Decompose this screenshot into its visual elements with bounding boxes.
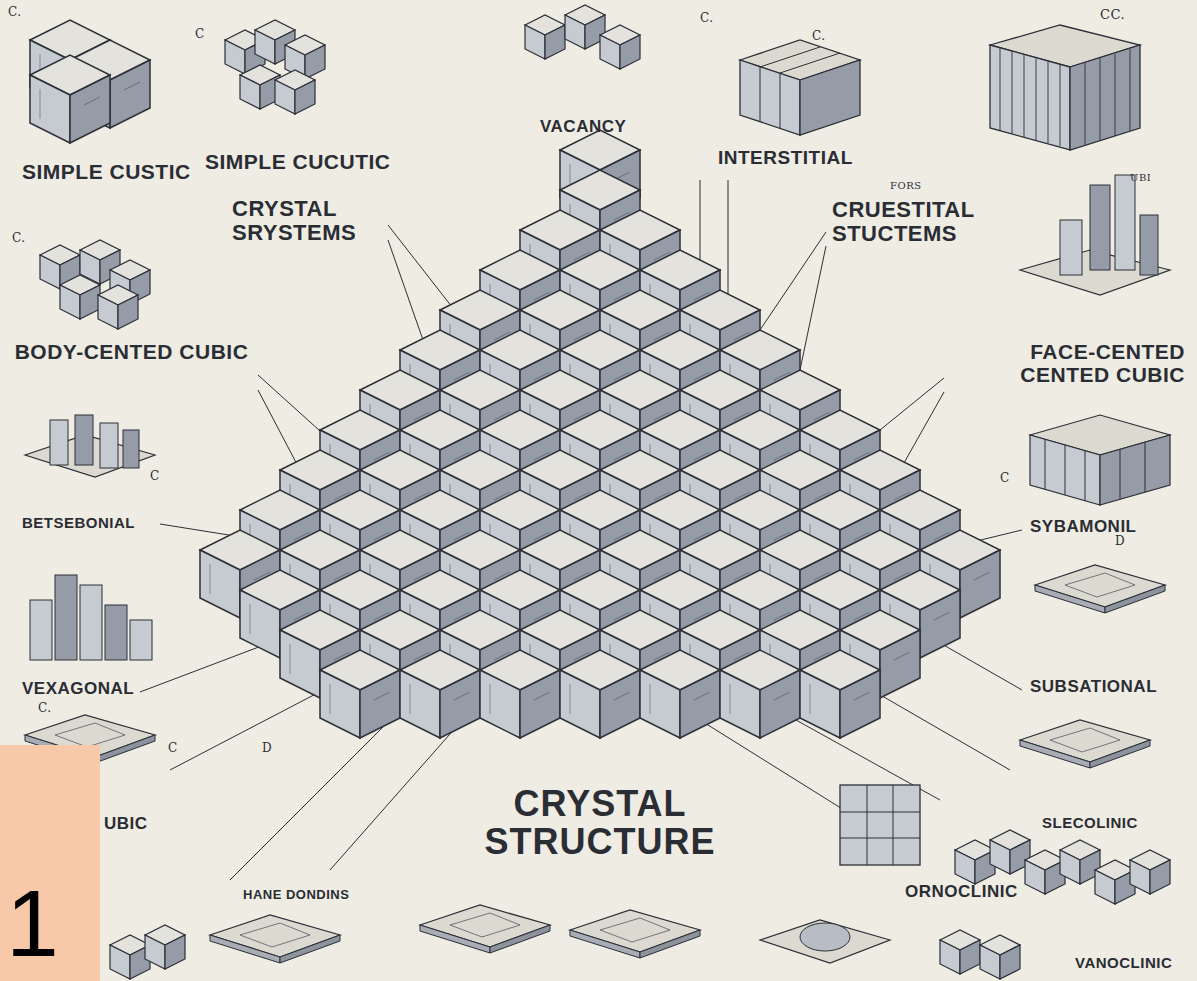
structure-label: BODY-CENTED CUBIC <box>14 340 249 363</box>
corner-letter: UBI <box>1130 172 1151 183</box>
structure-label: CRYSTAL SRYSTEMS <box>232 197 382 245</box>
structure-label: INTERSTITIAL <box>718 148 853 169</box>
corner-letter: D <box>262 742 272 755</box>
corner-letter: C. <box>38 702 52 715</box>
corner-letter: C <box>1000 472 1010 485</box>
structure-label: ORNOCLINIC <box>905 883 1018 902</box>
diagram-title: CRYSTAL STRUCTURE <box>450 785 750 861</box>
corner-letter: C. <box>8 6 22 19</box>
structure-label: SYBAMONIL <box>1030 518 1137 537</box>
structure-label: VEXAGONAL <box>22 680 134 699</box>
structure-label: FACE-CENTED CENTED CUBIC <box>950 340 1185 386</box>
corner-letter: C. <box>700 12 714 25</box>
structure-label: VANOCLINIC <box>1075 955 1172 972</box>
structure-label: SUBSATIONAL <box>1030 678 1157 697</box>
structure-label: BETSEBONIAL <box>22 515 135 532</box>
structure-label: SLECOLINIC <box>1042 815 1138 832</box>
corner-letter: C. <box>12 232 26 245</box>
structure-label: CRUESTITAL STUCTEMS <box>832 198 1032 246</box>
structure-label: SIMPLE CUCUTIC <box>205 150 391 173</box>
corner-letter: C <box>195 28 205 41</box>
corner-letter: C. <box>812 30 826 43</box>
corner-letter: C <box>150 470 160 483</box>
corner-letter: D <box>1115 535 1125 548</box>
structure-label: VACANCY <box>540 118 626 137</box>
structure-label: HANE DONDINS <box>243 888 349 902</box>
corner-letter: C <box>168 742 178 755</box>
callout-number: 1 <box>0 745 100 981</box>
corner-letter: CC. <box>1100 8 1125 22</box>
structure-label: SIMPLE CUSTIC <box>22 160 191 183</box>
structure-label: UBIC <box>104 815 148 834</box>
corner-letter: FORS <box>890 180 922 191</box>
